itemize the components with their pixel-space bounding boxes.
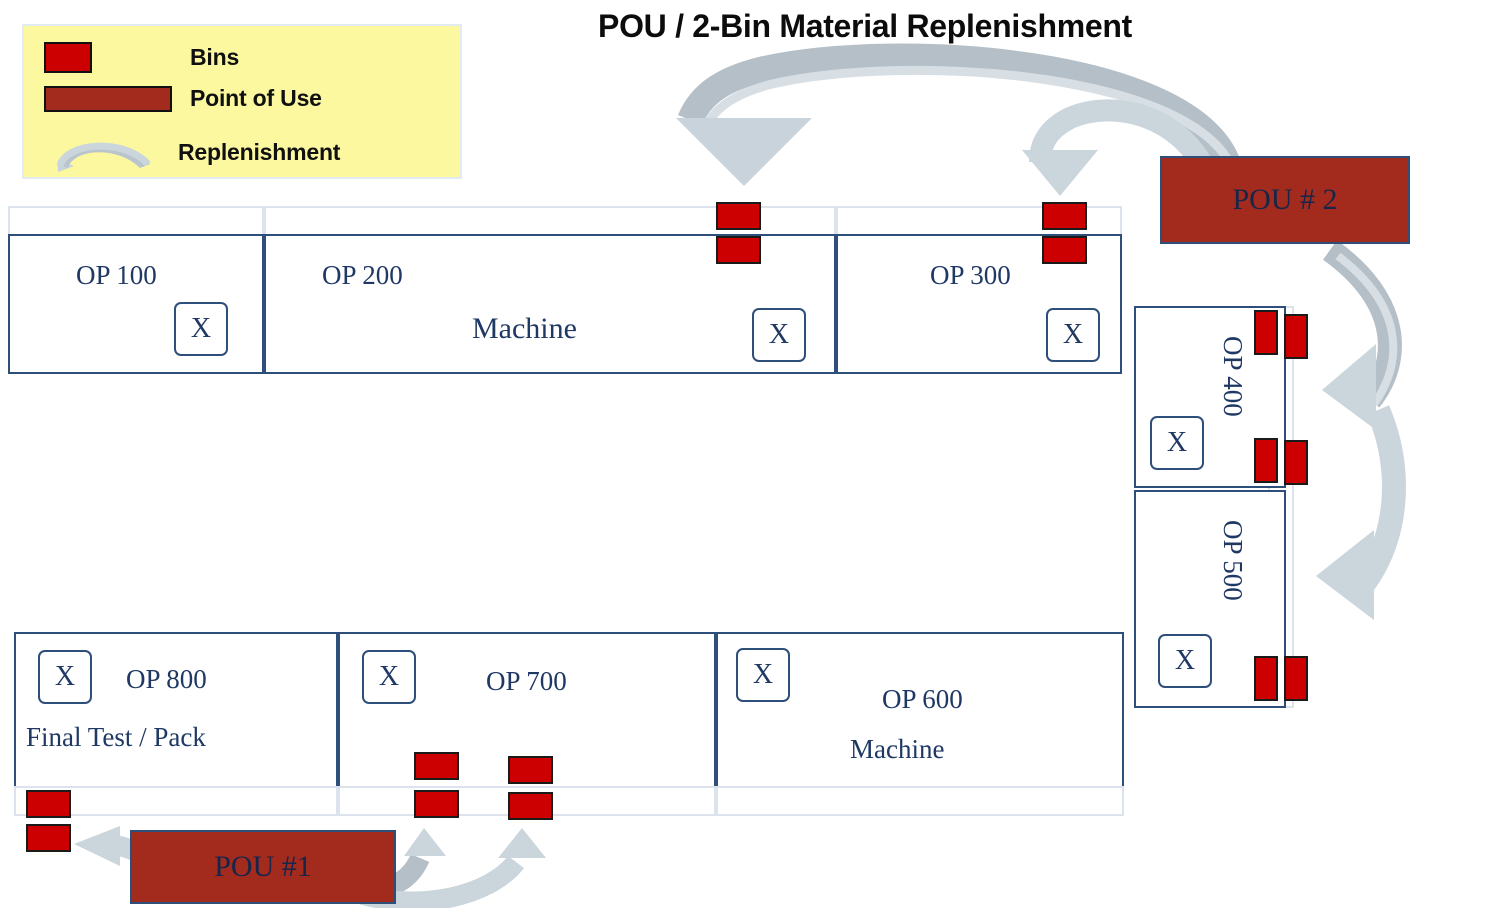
station-op600[interactable]: X OP 600 Machine bbox=[716, 632, 1124, 788]
station-op200-label: OP 200 bbox=[322, 260, 403, 290]
bin bbox=[716, 202, 761, 230]
bin bbox=[414, 790, 459, 818]
legend-row-point-of-use: Point of Use bbox=[44, 85, 322, 112]
bin bbox=[26, 824, 71, 852]
bin bbox=[1254, 656, 1278, 701]
point-of-use-swatch-icon bbox=[44, 85, 172, 112]
station-op400-marker[interactable]: X bbox=[1150, 416, 1204, 470]
station-op700-label: OP 700 bbox=[486, 666, 567, 696]
station-op800-sublabel: Final Test / Pack bbox=[26, 722, 206, 752]
legend-row-replenishment: Replenishment bbox=[44, 130, 340, 175]
legend-label-replenishment: Replenishment bbox=[178, 139, 341, 165]
pou-box-1[interactable]: POU #1 bbox=[130, 830, 396, 904]
op600-footer-strip bbox=[716, 786, 1124, 816]
station-op800[interactable]: X OP 800 Final Test / Pack bbox=[14, 632, 338, 788]
station-op500-label: OP 500 bbox=[1218, 520, 1248, 601]
station-op100[interactable]: OP 100 X bbox=[8, 234, 264, 374]
page-title: POU / 2-Bin Material Replenishment bbox=[598, 8, 1132, 44]
bin bbox=[508, 756, 553, 784]
station-op300-marker[interactable]: X bbox=[1046, 308, 1100, 362]
station-op400-label: OP 400 bbox=[1218, 336, 1248, 417]
op100-header-strip bbox=[8, 206, 264, 236]
bin bbox=[1042, 202, 1087, 230]
station-op100-label: OP 100 bbox=[76, 260, 157, 290]
station-op500-marker[interactable]: X bbox=[1158, 634, 1212, 688]
arrow-pou2-to-op500 bbox=[1316, 405, 1406, 620]
bin bbox=[414, 752, 459, 780]
legend-label-point-of-use: Point of Use bbox=[190, 85, 322, 111]
station-op600-label: OP 600 bbox=[882, 684, 963, 714]
station-op800-marker[interactable]: X bbox=[38, 650, 92, 704]
bin bbox=[1254, 438, 1278, 483]
station-op600-marker[interactable]: X bbox=[736, 648, 790, 702]
bin-swatch-icon bbox=[44, 42, 92, 73]
bin bbox=[716, 236, 761, 264]
station-op600-sublabel: Machine bbox=[850, 734, 945, 764]
replenishment-arrow-icon bbox=[56, 142, 151, 172]
legend-box: Bins Point of Use Replenishment bbox=[22, 24, 462, 179]
station-op200-sublabel: Machine bbox=[472, 312, 577, 345]
bin bbox=[1254, 310, 1278, 355]
station-op200-marker[interactable]: X bbox=[752, 308, 806, 362]
bin bbox=[1042, 236, 1087, 264]
station-op700-marker[interactable]: X bbox=[362, 650, 416, 704]
bin bbox=[1284, 440, 1308, 485]
legend-label-bins: Bins bbox=[190, 44, 240, 70]
pou-box-2[interactable]: POU # 2 bbox=[1160, 156, 1410, 244]
bin bbox=[1284, 656, 1308, 701]
station-op800-label: OP 800 bbox=[126, 664, 207, 694]
bin bbox=[1284, 314, 1308, 359]
bin bbox=[26, 790, 71, 818]
arrow-pou2-to-op200 bbox=[676, 43, 1243, 186]
station-op300-label: OP 300 bbox=[930, 260, 1011, 290]
bin bbox=[508, 792, 553, 820]
station-op100-marker[interactable]: X bbox=[174, 302, 228, 356]
arrow-pou2-to-op400 bbox=[1322, 240, 1402, 430]
legend-row-bins: Bins bbox=[44, 42, 239, 73]
